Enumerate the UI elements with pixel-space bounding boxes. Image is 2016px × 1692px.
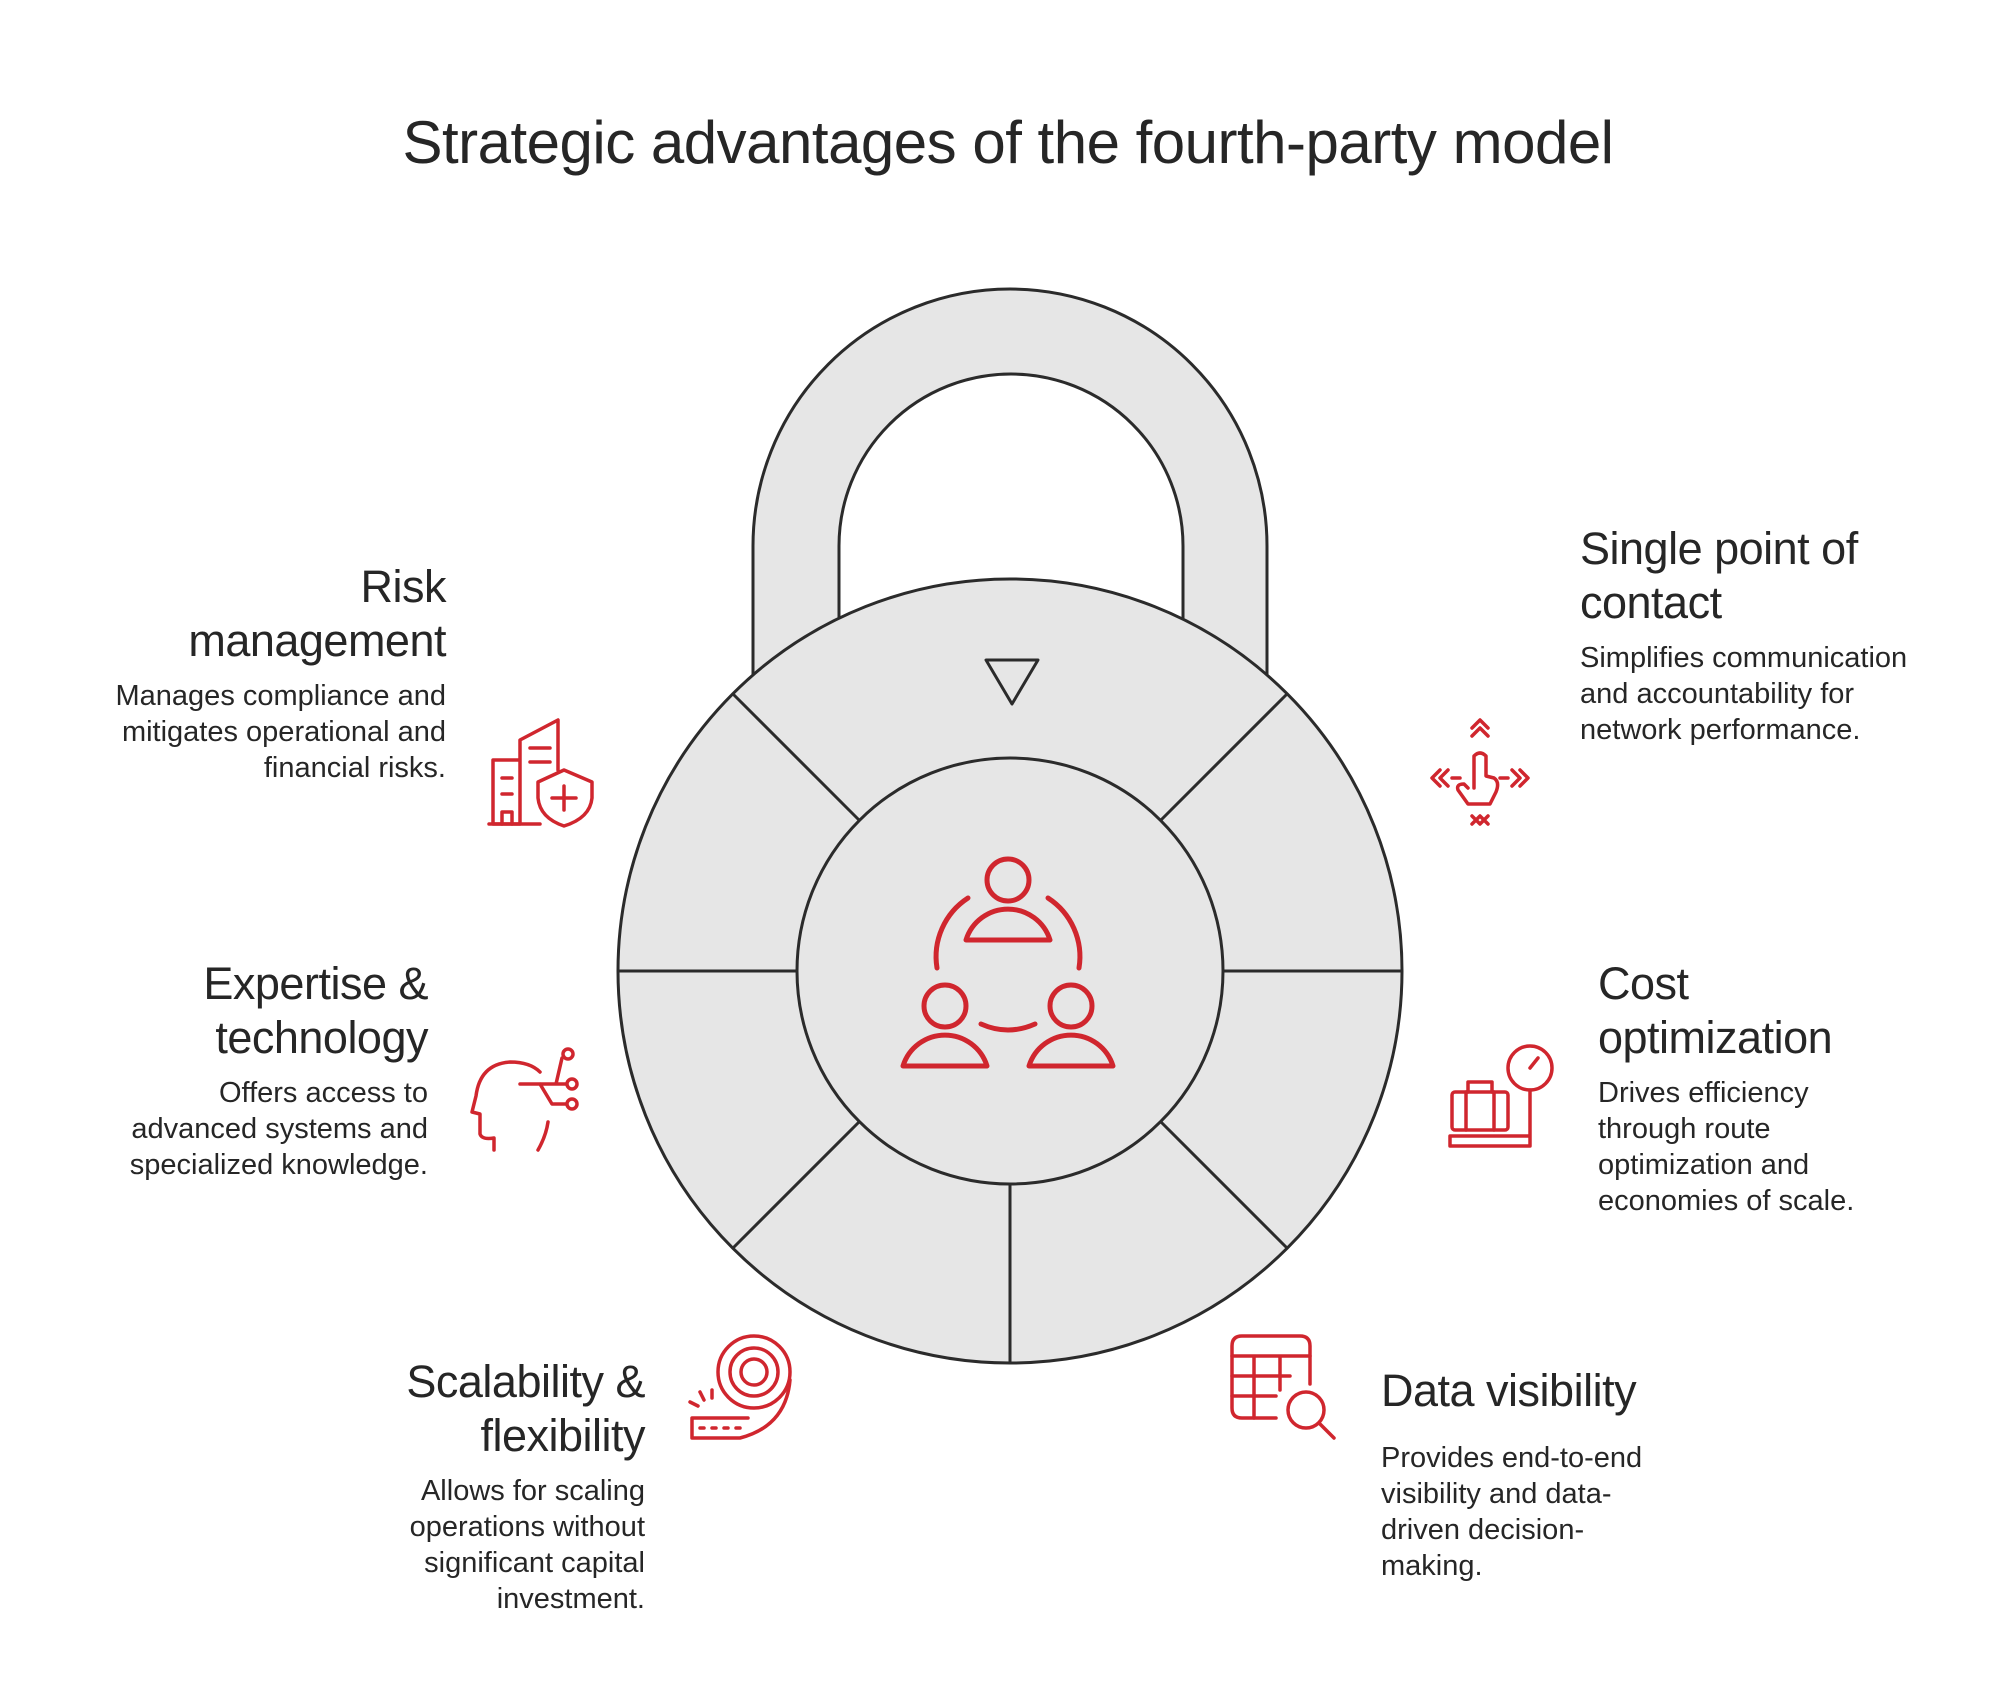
table-search-icon: [1230, 1334, 1336, 1440]
item-heading: Cost optimization: [1598, 958, 1833, 1063]
segment-dividers: [618, 692, 1402, 1363]
hand-pointer-arrows-icon: [1430, 718, 1530, 826]
head-circuit-icon: [470, 1047, 579, 1152]
item-single-point-of-contact: Single point of contact Simplifies commu…: [1580, 522, 1920, 748]
padlock-shackle: [751, 287, 1269, 722]
item-body: Manages compliance and mitigates operati…: [115, 680, 446, 784]
item-data-visibility: Data visibility Provides end-to-end visi…: [1381, 1364, 1681, 1584]
tape-roll-icon: [688, 1334, 792, 1440]
item-cost-optimization: Cost optimization Drives efficiency thro…: [1598, 957, 1898, 1219]
item-heading: Single point of contact: [1580, 523, 1858, 628]
luggage-scale-icon: [1448, 1044, 1554, 1148]
padlock-center: [795, 756, 1225, 1186]
item-risk-management: Risk management Manages compliance and m…: [106, 560, 447, 786]
item-scalability-flexibility: Scalability & flexibility Allows for sca…: [305, 1355, 645, 1617]
item-body: Provides end-to-end visibility and data-…: [1381, 1442, 1643, 1582]
item-heading: Expertise & technology: [203, 958, 428, 1063]
item-body: Offers access to advanced systems and sp…: [129, 1077, 428, 1181]
item-heading: Risk management: [188, 561, 446, 666]
triangle-indicator-icon: [984, 658, 1040, 706]
item-heading: Data visibility: [1381, 1365, 1637, 1416]
item-body: Simplifies communication and accountabil…: [1580, 642, 1908, 746]
team-collaboration-icon: [900, 856, 1116, 1069]
item-expertise-technology: Expertise & technology Offers access to …: [88, 957, 429, 1183]
item-body: Allows for scaling operations without si…: [409, 1475, 645, 1615]
item-body: Drives efficiency through route optimiza…: [1598, 1077, 1855, 1217]
page-title: Strategic advantages of the fourth-party…: [402, 109, 1614, 176]
building-shield-icon: [487, 718, 594, 828]
item-heading: Scalability & flexibility: [406, 1356, 645, 1461]
